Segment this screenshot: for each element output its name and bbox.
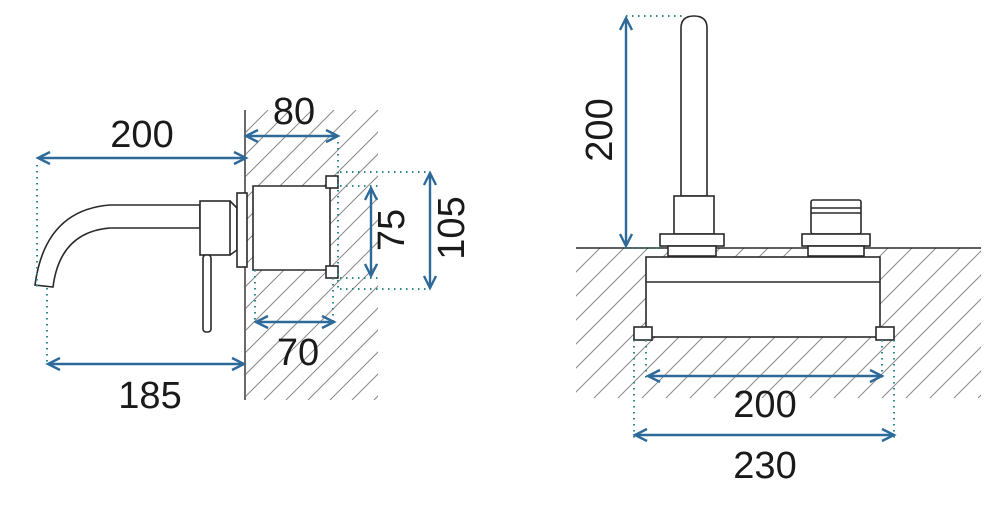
- hatch-line: [833, 250, 981, 398]
- dim-200-front-width: [645, 368, 885, 384]
- dim-200-side: [35, 150, 249, 166]
- hatch-line: [246, 110, 313, 177]
- front-spout-rosette: [659, 233, 725, 247]
- label-spacing-200: 200: [733, 384, 796, 426]
- front-view: 200 200 230: [576, 15, 981, 487]
- front-spout-base: [667, 245, 717, 257]
- dim-105: [422, 170, 438, 291]
- label-wall-depth-80: 80: [273, 91, 315, 133]
- hatch-line: [953, 370, 981, 398]
- label-body-depth-70: 70: [277, 332, 319, 374]
- front-foot-left: [633, 326, 653, 341]
- dim-230: [632, 427, 897, 443]
- front-foot-right: [875, 326, 895, 341]
- spout-collar: [199, 200, 231, 256]
- hatch-line: [285, 307, 378, 400]
- hatch-line: [263, 285, 378, 400]
- hatch-line: [329, 351, 378, 400]
- hatch-line: [246, 110, 378, 243]
- concealed-body: [252, 185, 331, 271]
- collar-bevel: [229, 200, 238, 256]
- wall-plate: [236, 192, 248, 268]
- side-view: 200 80 75 105 70 185: [34, 91, 796, 417]
- hatch-line: [576, 248, 577, 249]
- dim-200-front-height: [618, 15, 634, 249]
- dim-70: [253, 314, 337, 330]
- hatch-line: [857, 274, 981, 398]
- hatch-line: [576, 248, 625, 297]
- hatch-line: [246, 241, 378, 375]
- label-spout-reach-bottom: 185: [118, 375, 181, 417]
- hatch-line: [246, 263, 378, 397]
- front-knob-rosette: [801, 233, 871, 247]
- front-spout-column: [680, 15, 708, 197]
- mount-tab-top: [325, 175, 339, 189]
- dim-185: [45, 356, 247, 372]
- hatch-line: [246, 219, 378, 353]
- label-overall-230: 230: [733, 445, 796, 487]
- hatch-line: [246, 110, 357, 221]
- hatch-line: [881, 298, 981, 398]
- label-plate-height-105: 105: [431, 196, 473, 259]
- mount-tab-bottom: [325, 265, 339, 279]
- front-knob-base: [807, 245, 865, 257]
- hatch-line: [576, 248, 601, 273]
- hatch-line: [929, 346, 981, 398]
- label-body-height-75: 75: [371, 209, 413, 251]
- hatch-line: [576, 248, 649, 321]
- dim-75: [363, 185, 379, 279]
- hatch-line: [307, 329, 378, 400]
- label-spout-height: 200: [579, 98, 621, 161]
- hatch-line: [905, 322, 981, 398]
- front-control-knob: [810, 199, 862, 235]
- hatch-line: [246, 110, 335, 199]
- dim-80: [243, 128, 341, 144]
- hatch-line: [484, 110, 774, 400]
- hatch-line: [977, 394, 981, 398]
- handle-lever: [202, 254, 212, 333]
- front-spout-collar: [673, 195, 715, 235]
- spout: [34, 204, 201, 288]
- label-spout-reach-top: 200: [110, 114, 173, 156]
- hatch-line: [809, 248, 961, 398]
- hatch-line: [506, 110, 796, 400]
- front-concealed-body: [645, 256, 881, 338]
